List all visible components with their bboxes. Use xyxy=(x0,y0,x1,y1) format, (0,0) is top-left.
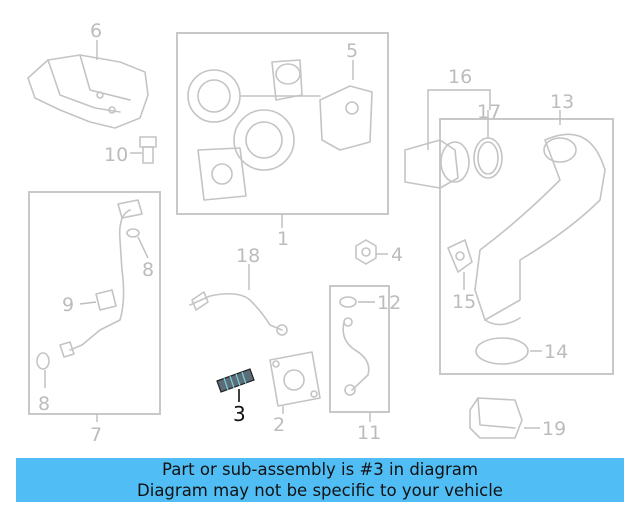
callout-18: 18 xyxy=(236,245,260,267)
sensor-part xyxy=(447,239,473,273)
oil-line-part xyxy=(36,199,143,370)
callout-1: 1 xyxy=(277,228,289,250)
stud-part-highlighted xyxy=(216,368,255,393)
callout-12: 12 xyxy=(377,292,401,314)
intercooler-pipe-group-box xyxy=(439,118,614,375)
oil-feed-line-part xyxy=(189,291,288,336)
callout-2: 2 xyxy=(273,414,285,436)
callout-10: 10 xyxy=(104,144,128,166)
info-banner: Part or sub-assembly is #3 in diagram Di… xyxy=(16,458,624,502)
callout-6: 6 xyxy=(90,20,102,42)
coupler-part xyxy=(404,137,503,189)
heat-shield-part xyxy=(27,54,149,129)
callout-15: 15 xyxy=(452,291,476,313)
oil-line-group-box xyxy=(28,191,161,415)
bolt-part xyxy=(139,136,157,164)
callout-16: 16 xyxy=(448,66,472,88)
callout-4: 4 xyxy=(391,244,403,266)
plug-part xyxy=(355,239,377,265)
callout-11: 11 xyxy=(357,422,381,444)
intercooler-pipe-part xyxy=(474,133,606,326)
callout-7: 7 xyxy=(90,424,102,446)
callout-3: 3 xyxy=(233,402,246,426)
gasket-part xyxy=(269,351,321,407)
banner-line-2: Diagram may not be specific to your vehi… xyxy=(137,481,503,500)
callout-17: 17 xyxy=(477,101,501,123)
turbocharger-part xyxy=(187,59,373,201)
bracket-part xyxy=(469,397,523,439)
callout-5: 5 xyxy=(346,40,358,62)
o-ring-part xyxy=(475,337,529,365)
callout-19: 19 xyxy=(542,418,566,440)
return-line-group-box xyxy=(329,285,390,413)
return-line-part xyxy=(339,296,370,396)
callout-9: 9 xyxy=(62,294,74,316)
callout-13: 13 xyxy=(550,91,574,113)
banner-line-1: Part or sub-assembly is #3 in diagram xyxy=(162,460,478,479)
callout-8b: 8 xyxy=(38,393,50,415)
bracket-16-17 xyxy=(427,89,491,144)
callout-8a: 8 xyxy=(142,259,154,281)
callout-14: 14 xyxy=(544,341,568,363)
